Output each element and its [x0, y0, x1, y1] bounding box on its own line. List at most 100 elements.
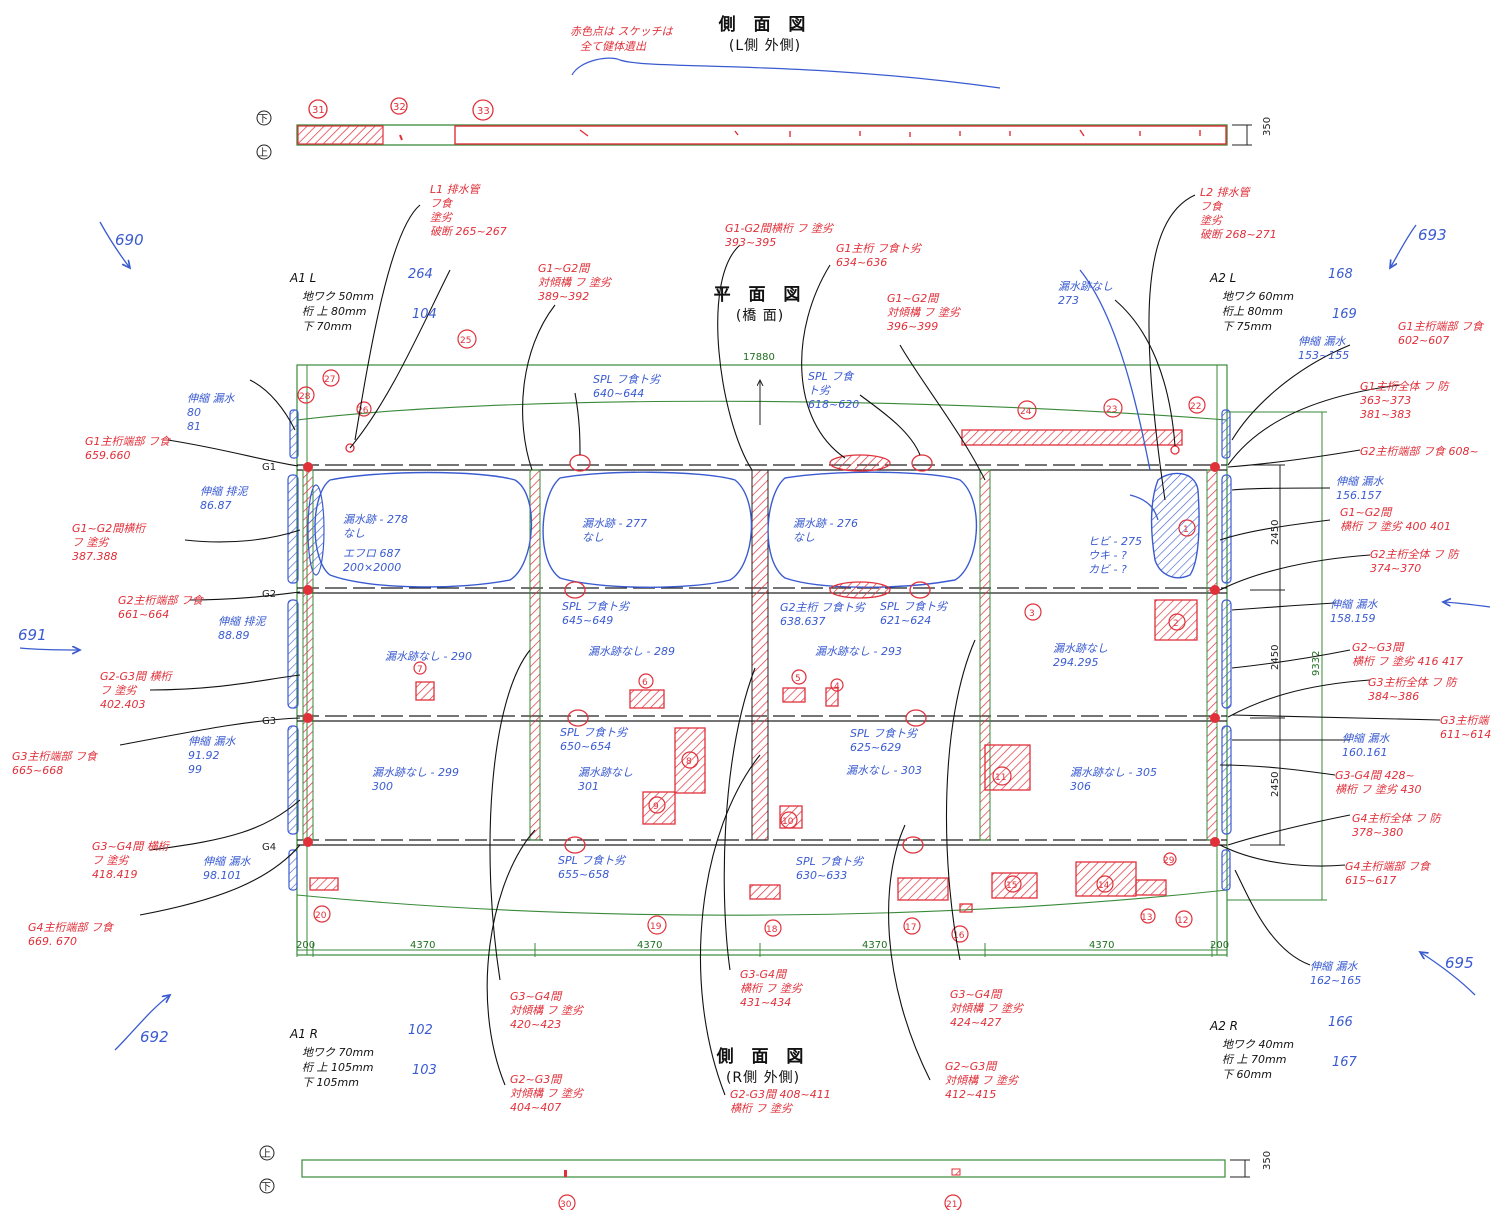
- red-note-19: G2~G3間横桁 フ 塗劣 416 417: [1352, 641, 1463, 668]
- blue-note-29: 漏水なし - 303: [846, 764, 922, 777]
- marker-upper-bottom: 上: [261, 1148, 271, 1160]
- circle-26: 26: [357, 406, 369, 416]
- red-note-2: L2 排水管フ食塗劣破断 268~271: [1200, 186, 1277, 241]
- abutment-a1r-title: A1 R: [289, 1027, 318, 1041]
- circle-3: 3: [1029, 609, 1035, 619]
- circle-6: 6: [642, 678, 648, 688]
- dim-span-3: 4370: [862, 940, 887, 951]
- title-side-view-r: 側 面 図 (R側 外側): [698, 1042, 828, 1087]
- blue-note-22: 漏水跡なし - 289: [588, 645, 675, 658]
- abutment-a2l-num-2: 169: [1332, 307, 1357, 322]
- dim-span-4: 4370: [1089, 940, 1114, 951]
- circle-24: 24: [1020, 407, 1032, 417]
- circle-30: 30: [560, 1200, 572, 1210]
- circle-13: 13: [1141, 913, 1152, 923]
- blue-note-21: 漏水跡なし - 290: [385, 650, 472, 663]
- plan-view: 17880 G1 G2 G3 G4: [262, 329, 1327, 1210]
- dim-bay-1: 2450: [1270, 520, 1281, 545]
- circle-7: 7: [417, 665, 423, 675]
- title-side-l-main: 側 面 図: [718, 15, 812, 35]
- photo-690: 690: [115, 231, 144, 249]
- abutment-a2r-num-1: 166: [1328, 1015, 1353, 1030]
- circle-32: 32: [393, 102, 406, 113]
- circle-21: 21: [946, 1200, 957, 1210]
- circle-2: 2: [1173, 619, 1179, 629]
- circle-19: 19: [650, 922, 662, 932]
- circle-22: 22: [1190, 402, 1201, 412]
- girder-label-g3: G3: [262, 716, 276, 727]
- dim-bay-3: 2450: [1270, 772, 1281, 797]
- title-plan-main: 平 面 図: [713, 285, 807, 305]
- circle-23: 23: [1106, 405, 1117, 415]
- circle-12: 12: [1177, 916, 1188, 926]
- marker-lower-bottom: 下: [261, 1182, 271, 1193]
- circle-10: 10: [782, 817, 794, 827]
- girder-label-g4: G4: [262, 842, 276, 853]
- side-view-r: 350 上 下: [259, 1145, 1273, 1212]
- photo-692: 692: [140, 1028, 169, 1046]
- abutment-a2r-num-2: 167: [1332, 1055, 1358, 1070]
- top-note-line1: 赤色点は スケッチは: [570, 25, 673, 38]
- abutment-a1l-title: A1 L: [289, 271, 316, 285]
- dim-total-length: 17880: [743, 352, 775, 363]
- red-note-1: L1 排水管フ食塗劣破断 265~267: [430, 183, 507, 238]
- side-view-l: 350 下 上 31 32 33: [256, 97, 1273, 160]
- circle-28: 28: [299, 392, 311, 402]
- red-note-17: G1~G2間横桁 フ 塗劣 400 401: [1340, 506, 1451, 533]
- circle-18: 18: [766, 925, 778, 935]
- photo-695: 695: [1445, 954, 1474, 972]
- top-note-line2: 全て健体遺出: [580, 40, 647, 53]
- circle-17: 17: [905, 923, 916, 933]
- title-side-r-main: 側 面 図: [716, 1047, 810, 1067]
- dim-end-right: 200: [1210, 940, 1229, 951]
- circle-15: 15: [1006, 881, 1017, 891]
- side-l-height-dim: 350: [1262, 117, 1273, 136]
- circle-20: 20: [315, 911, 327, 921]
- dim-span-2: 4370: [637, 940, 662, 951]
- circle-29: 29: [1163, 856, 1175, 866]
- abutment-a1l-num-2: 104: [412, 307, 437, 322]
